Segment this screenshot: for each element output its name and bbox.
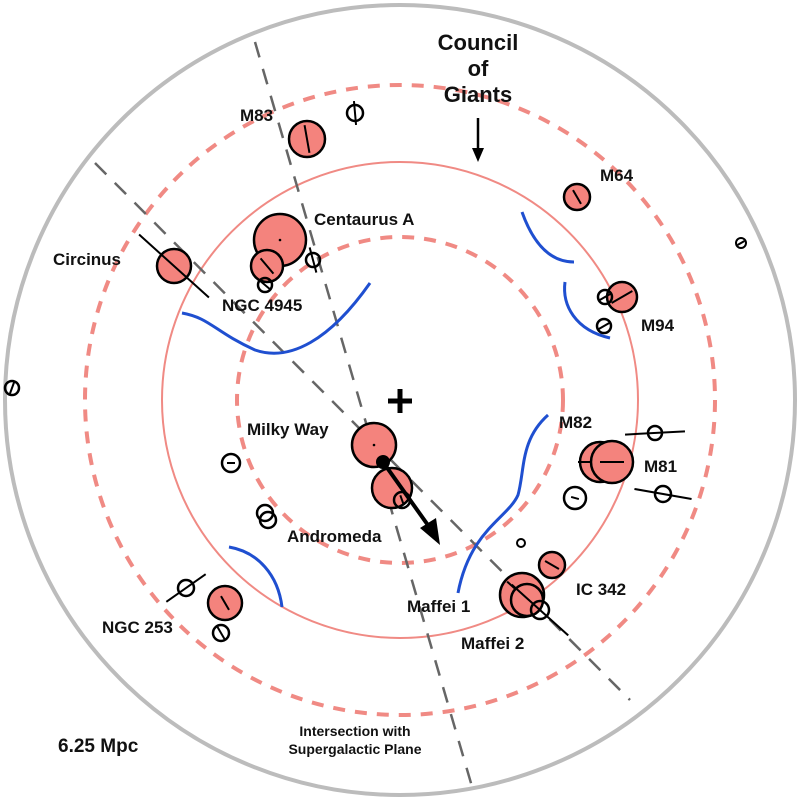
- council-of-giants-ring: [161, 161, 639, 639]
- galaxies: [3, 100, 747, 643]
- galaxy-axis-line: [165, 573, 207, 603]
- label-m81: M81: [644, 457, 678, 476]
- galaxy-axis-line: [624, 430, 686, 436]
- galaxy-dwarf: [211, 623, 231, 643]
- galaxy-m81: [589, 439, 635, 485]
- galaxy-dwarf: [596, 288, 614, 306]
- motion-arrow-icon: [376, 455, 440, 545]
- label-milky-way: Milky Way: [247, 420, 329, 439]
- galaxy-axis-line: [258, 279, 272, 291]
- galaxy-dwarf: [165, 573, 207, 603]
- title-line: Council: [437, 30, 519, 55]
- galaxy-dwarf: [345, 100, 365, 126]
- inner-dashed-ring: [235, 235, 565, 565]
- blue-arc: [563, 281, 611, 340]
- galaxy-ngc253: [206, 584, 244, 622]
- label-ngc4945: NGC 4945: [222, 296, 303, 315]
- blue-arcs: [181, 211, 611, 608]
- supergalactic-plane-note: Intersection with Supergalactic Plane: [250, 722, 460, 758]
- galaxy-dwarf: [562, 485, 588, 511]
- supergalactic-plane-line: [253, 41, 475, 791]
- blue-arc: [456, 413, 549, 594]
- galaxy-dwarf: [735, 237, 747, 249]
- galaxy-axis-line: [570, 495, 580, 501]
- galaxy-axis-line: [216, 626, 226, 640]
- galaxy-axis-line: [544, 560, 560, 570]
- arrow-down-icon: [472, 118, 484, 162]
- galaxy-axis-line: [572, 189, 582, 205]
- galaxy-axis-line: [9, 382, 15, 394]
- outer-dashed-ring: [83, 83, 717, 717]
- label-andromeda: Andromeda: [287, 527, 382, 546]
- galaxy-m64: [562, 182, 592, 212]
- galaxy-axis-line: [308, 247, 318, 273]
- galaxy-center-dot: [372, 443, 376, 447]
- galaxy-axis-line: [598, 292, 612, 302]
- galaxy-circle: [220, 452, 242, 474]
- galaxy-axis-line: [303, 125, 311, 153]
- galaxy-circinus: [138, 233, 210, 299]
- galaxy-circle: [595, 317, 613, 335]
- label-circinus: Circinus: [53, 250, 122, 269]
- galaxy-dwarf: [595, 317, 613, 335]
- label-m83: M83: [240, 106, 274, 125]
- galaxy-circle: [529, 599, 551, 621]
- label-maffei2: Maffei 2: [461, 634, 525, 653]
- label-m82: M82: [559, 413, 593, 432]
- label-maffei1: Maffei 1: [407, 597, 471, 616]
- galaxy-dwarf: [624, 424, 686, 442]
- label-ngc253: NGC 253: [102, 618, 173, 637]
- galaxy-axis-line: [259, 257, 275, 275]
- galaxy-axis-line: [611, 290, 633, 304]
- galaxy-ngc4945: [249, 248, 285, 284]
- galaxy-axis-line: [220, 595, 230, 611]
- outer-boundary-circle: [3, 3, 797, 797]
- label-m94: M94: [641, 316, 675, 335]
- galaxy-axis-line: [737, 240, 745, 246]
- galaxy-circle: [3, 379, 21, 397]
- galaxy-circle: [735, 237, 747, 249]
- galaxy-circle: [211, 623, 231, 643]
- galaxy-dwarf: [258, 510, 278, 530]
- title-line: Giants: [443, 82, 513, 107]
- galaxy-dwarf: [511, 583, 569, 637]
- galaxy-dwarf: [256, 276, 274, 294]
- galaxy-axis-line: [634, 487, 692, 501]
- blue-arc: [228, 545, 284, 608]
- note-line: Supergalactic Plane: [288, 741, 422, 757]
- galaxy-dwarf: [516, 538, 526, 548]
- title-line: of: [467, 56, 489, 81]
- galaxy-axis-line: [598, 322, 610, 330]
- galaxy-circle: [516, 538, 526, 548]
- galaxy-dwarf: [634, 484, 692, 504]
- blue-arc: [520, 211, 575, 264]
- scale-label: 6.25 Mpc: [58, 736, 139, 757]
- blue-arc: [181, 282, 372, 355]
- galaxy-axis-line: [352, 100, 358, 126]
- label-centaurus-a: Centaurus A: [314, 210, 415, 229]
- galaxy-circle: [596, 288, 614, 306]
- galaxy-dwarf: [3, 379, 21, 397]
- galaxy-dwarf: [220, 452, 242, 474]
- galaxy-circle: [176, 578, 196, 598]
- galaxy-dwarf: [304, 247, 322, 273]
- galaxy-circle: [258, 510, 278, 530]
- galaxy-ic342: [537, 550, 567, 580]
- galaxy-axis-line: [511, 583, 569, 637]
- galaxy-circle: [304, 251, 322, 269]
- galaxy-circle: [562, 485, 588, 511]
- galaxy-center-dot: [278, 238, 282, 242]
- center-cross-icon: [388, 389, 412, 413]
- note-line: Intersection with: [299, 723, 411, 739]
- galaxy-axis-line: [399, 494, 405, 506]
- diagram-title: Council of Giants: [410, 30, 546, 108]
- label-ic342: IC 342: [576, 580, 627, 599]
- galaxy-circle: [256, 276, 274, 294]
- label-m64: M64: [600, 166, 634, 185]
- galaxy-circle: [653, 484, 673, 504]
- galaxy-m83: [287, 119, 327, 159]
- galaxy-axis-line: [138, 233, 210, 299]
